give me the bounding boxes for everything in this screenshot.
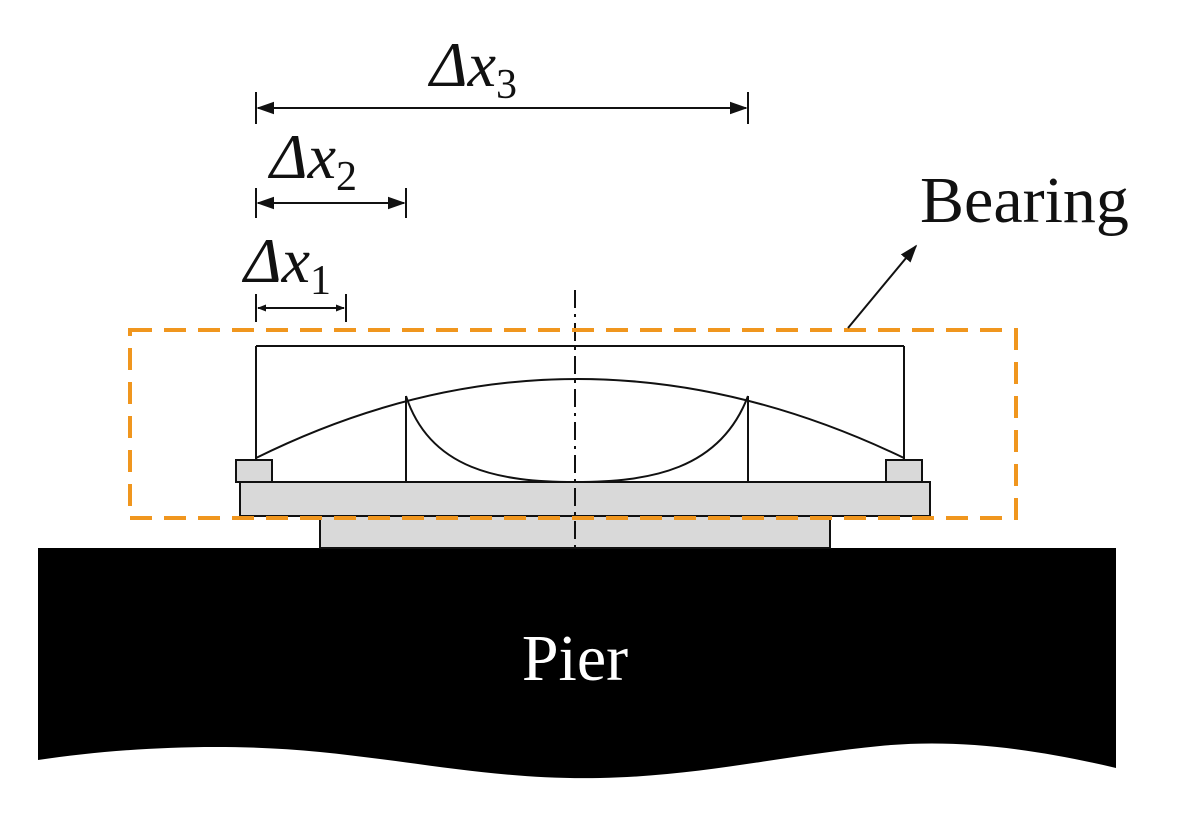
concave-surface — [405, 395, 749, 484]
left-end-block — [235, 459, 273, 483]
pier-label: Pier — [522, 622, 628, 695]
dimension-dx1: Δx1 — [241, 225, 347, 322]
bearing-boundary-box — [128, 328, 1018, 520]
top-plate — [255, 345, 905, 460]
dx3-label: Δx3 — [427, 29, 517, 108]
right-end-block — [885, 459, 923, 483]
dx1-label: Δx1 — [241, 225, 331, 304]
convex-surface — [255, 378, 905, 459]
dimension-dx2: Δx2 — [255, 121, 407, 218]
pier-body — [38, 548, 1116, 779]
bearing-pointer-arrow — [847, 244, 918, 329]
dimension-dx3: Δx3 — [255, 29, 749, 124]
bearing-label: Bearing — [920, 164, 1129, 237]
base-plate — [239, 481, 931, 517]
dx2-label: Δx2 — [267, 121, 357, 200]
